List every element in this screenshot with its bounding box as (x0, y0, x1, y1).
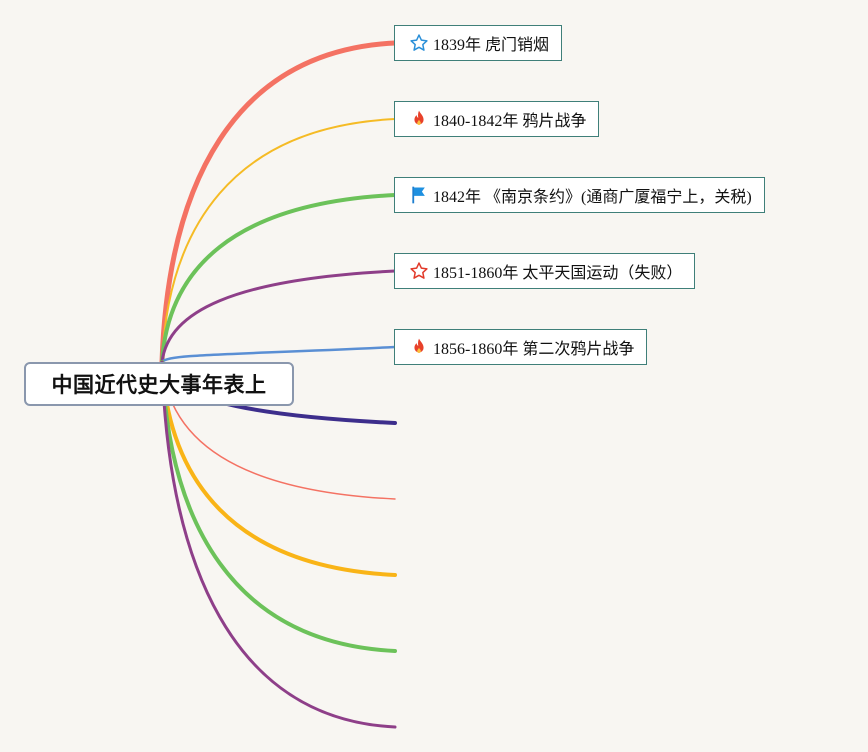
fire-icon (409, 337, 429, 357)
branch-line (160, 360, 397, 653)
root-topic[interactable]: 中国近代史大事年表上 (24, 362, 294, 406)
star-outline-red-icon (409, 261, 429, 281)
branch-line (160, 360, 397, 577)
star-outline-blue-icon (409, 33, 429, 53)
topic-label: 1851-1860年 太平天国运动（失败） (433, 265, 683, 282)
topic-label: 1856-1860年 第二次鸦片战争 (433, 341, 635, 358)
branch-line (159, 40, 398, 365)
topic-label: 1840-1842年 鸦片战争 (433, 113, 587, 130)
topic-node-1840[interactable]: 1840-1842年 鸦片战争 (394, 101, 600, 137)
root-topic-label: 中国近代史大事年表上 (51, 373, 267, 397)
branch-line (160, 360, 397, 729)
topic-node-1851[interactable]: 1851-1860年 太平天国运动（失败） (394, 253, 696, 289)
topic-label: 1842年 《南京条约》(通商广厦福宁上，关税) (433, 189, 752, 206)
topic-node-1842[interactable]: 1842年 《南京条约》(通商广厦福宁上，关税) (394, 177, 765, 213)
topic-node-1839[interactable]: 1839年 虎门销烟 (394, 25, 563, 61)
branch-line (160, 269, 397, 364)
flag-icon (409, 185, 429, 205)
branch-line (160, 345, 397, 364)
topic-node-1856[interactable]: 1856-1860年 第二次鸦片战争 (394, 329, 648, 365)
branch-line (160, 193, 397, 364)
topic-label: 1839年 虎门销烟 (433, 37, 550, 54)
branch-line (161, 118, 396, 363)
fire-icon (409, 109, 429, 129)
